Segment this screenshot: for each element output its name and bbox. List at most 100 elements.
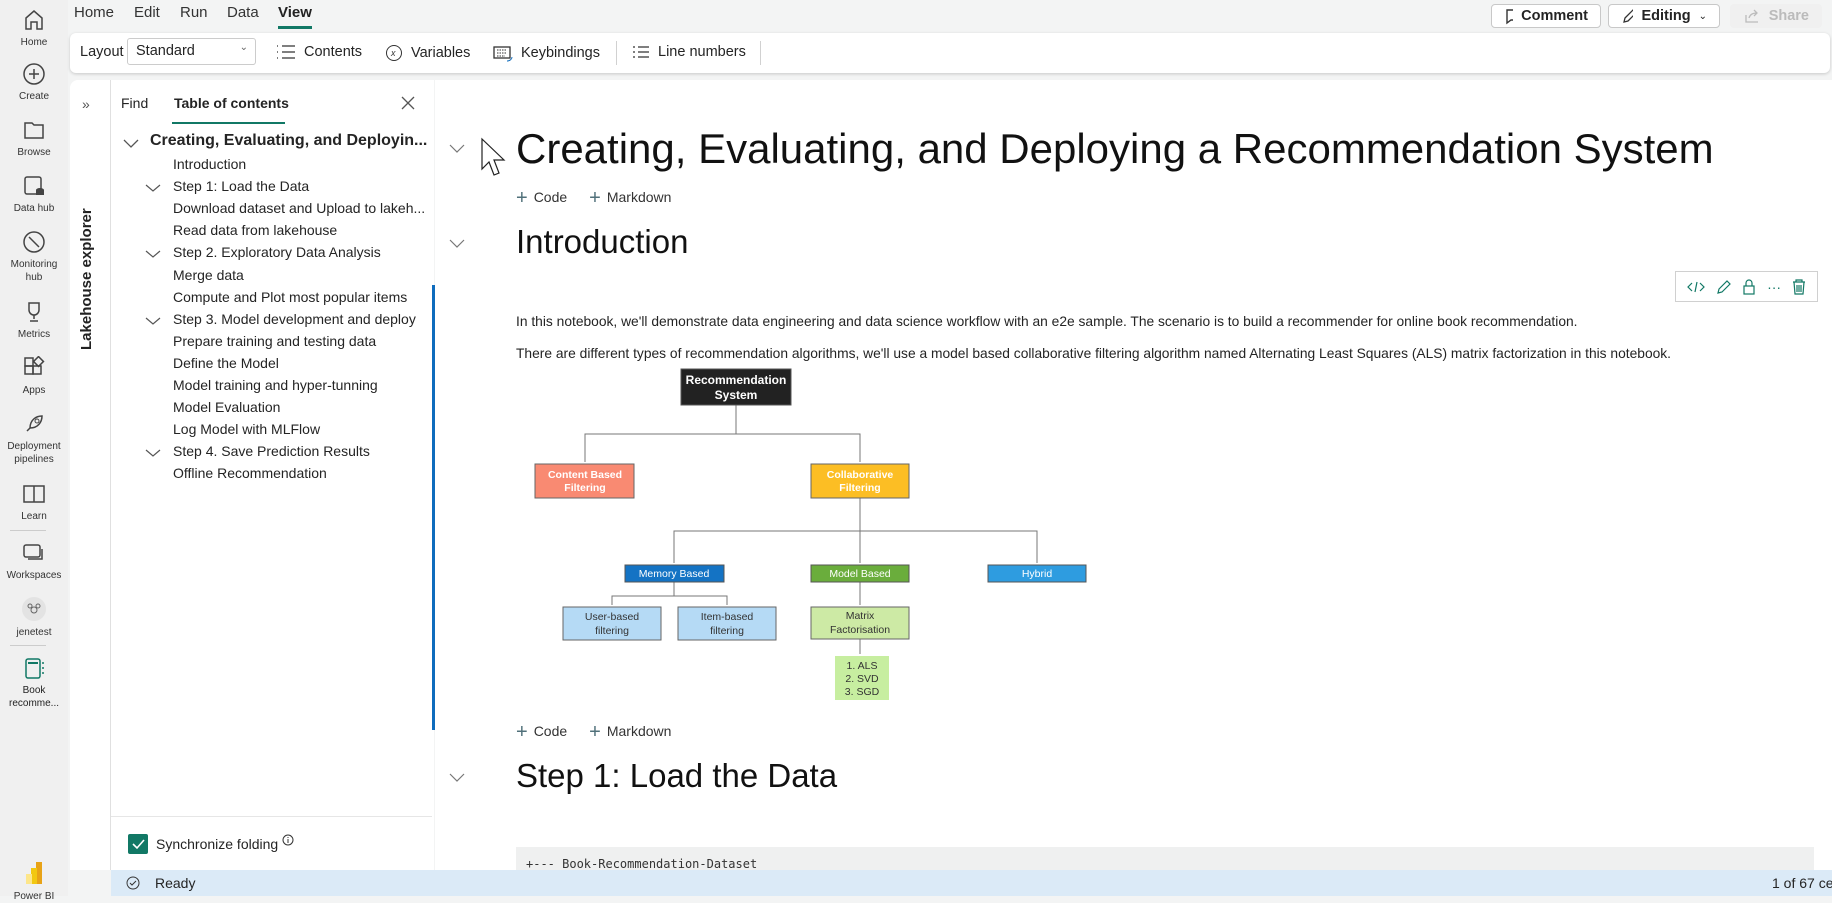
- close-icon[interactable]: [400, 95, 416, 111]
- keyboard-icon: [493, 46, 513, 62]
- menu-view[interactable]: View: [278, 4, 312, 29]
- toc-item[interactable]: Download dataset and Upload to lakeh...: [173, 200, 426, 217]
- svg-text:x: x: [390, 48, 396, 58]
- rail-book-recommendation[interactable]: Book recomme...: [0, 656, 68, 710]
- collapse-chevron-icon[interactable]: [448, 237, 466, 249]
- notebook-title: Creating, Evaluating, and Deploying a Re…: [516, 125, 1714, 172]
- plus-icon: +: [589, 187, 601, 209]
- plus-circle-icon: [23, 63, 45, 85]
- toc-item[interactable]: Step 2. Exploratory Data Analysis: [173, 244, 381, 261]
- menu-home[interactable]: Home: [74, 4, 115, 21]
- rail-workspaces[interactable]: Workspaces: [0, 541, 68, 582]
- toc-item[interactable]: Log Model with MLFlow: [173, 421, 321, 438]
- apps-icon: [24, 356, 45, 375]
- add-markdown-button[interactable]: +Markdown: [589, 187, 672, 209]
- chevron-down-icon: ⌄: [1698, 10, 1707, 22]
- toc-title[interactable]: Creating, Evaluating, and Deployin...: [150, 132, 428, 149]
- lakehouse-explorer-strip[interactable]: » Lakehouse explorer: [70, 80, 111, 870]
- menu-data[interactable]: Data: [227, 4, 259, 21]
- toolbar-divider: [760, 41, 761, 65]
- tab-table-of-contents[interactable]: Table of contents: [174, 95, 289, 111]
- pencil-icon[interactable]: [1716, 279, 1732, 295]
- rail-monitoring-hub[interactable]: Monitoring hub: [0, 230, 68, 284]
- chevron-down-icon[interactable]: [145, 316, 161, 326]
- toc-item[interactable]: Introduction: [173, 156, 247, 172]
- rail-create[interactable]: Create: [0, 62, 68, 103]
- power-bi-logo: [26, 862, 42, 884]
- contents-button[interactable]: Contents: [276, 44, 362, 60]
- plus-icon: +: [589, 721, 601, 743]
- data-hub-icon: [24, 176, 44, 195]
- collapse-chevron-icon[interactable]: [448, 771, 466, 783]
- rail-metrics[interactable]: Metrics: [0, 300, 68, 341]
- rail-divider: [10, 530, 46, 531]
- add-code-button[interactable]: +Code: [516, 187, 568, 209]
- heading-introduction: Introduction: [516, 223, 689, 260]
- toc-item[interactable]: Read data from lakehouse: [173, 222, 338, 239]
- toc-item[interactable]: Define the Model: [173, 354, 279, 371]
- notebook-icon: [25, 658, 44, 679]
- expand-icon[interactable]: »: [82, 96, 90, 112]
- lakehouse-explorer-label[interactable]: Lakehouse explorer: [78, 208, 95, 350]
- toc-item[interactable]: Offline Recommendation: [173, 465, 327, 482]
- trophy-icon: [28, 302, 40, 322]
- chevron-down-icon[interactable]: [145, 183, 161, 193]
- heading-step-1: Step 1: Load the Data: [516, 757, 838, 794]
- variables-icon: x: [386, 45, 402, 61]
- toc-item[interactable]: Model training and hyper-tunning: [173, 377, 378, 393]
- layout-label: Layout: [80, 44, 124, 60]
- add-markdown-button[interactable]: +Markdown: [589, 721, 672, 743]
- menu-edit[interactable]: Edit: [134, 4, 160, 21]
- layout-select[interactable]: Standard⌄: [127, 38, 256, 65]
- rail-workspace-jenetest[interactable]: jenetest: [0, 596, 68, 639]
- rail-learn[interactable]: Learn: [0, 482, 68, 523]
- keybindings-button[interactable]: Keybindings: [493, 44, 600, 62]
- check-circle-icon: [126, 876, 140, 890]
- book-icon: [23, 485, 45, 503]
- chevron-down-icon[interactable]: [145, 249, 161, 259]
- lock-icon[interactable]: [1742, 278, 1756, 295]
- tab-find[interactable]: Find: [121, 95, 149, 111]
- toc-item[interactable]: Step 4. Save Prediction Results: [173, 443, 370, 460]
- collapse-chevron-icon[interactable]: [448, 142, 466, 154]
- more-options-icon[interactable]: ···: [1767, 278, 1782, 295]
- menu-run[interactable]: Run: [180, 4, 208, 21]
- cell-toolbar: ···: [1675, 271, 1818, 302]
- monitoring-icon: [23, 231, 45, 253]
- line-numbers-button[interactable]: Line numbers: [632, 44, 746, 60]
- add-cell-bar: +Code +Markdown: [516, 721, 671, 744]
- toc-item[interactable]: Step 1: Load the Data: [173, 178, 310, 195]
- editing-mode-button[interactable]: Editing⌄: [1608, 4, 1720, 28]
- rail-deployment-pipelines[interactable]: Deployment pipelines: [0, 412, 68, 466]
- side-panel: [70, 80, 434, 870]
- sync-folding-checkbox[interactable]: [128, 834, 148, 854]
- home-icon: [25, 10, 43, 30]
- toc-item[interactable]: Step 3. Model development and deploy: [173, 310, 416, 327]
- rail-data-hub[interactable]: Data hub: [0, 174, 68, 215]
- rail-browse[interactable]: Browse: [0, 118, 68, 159]
- toc-item[interactable]: Compute and Plot most popular items: [173, 288, 408, 305]
- active-tab-underline: [172, 122, 285, 124]
- toc-item[interactable]: Merge data: [173, 266, 244, 283]
- toc-item[interactable]: Prepare training and testing data: [173, 332, 377, 349]
- chevron-down-icon[interactable]: [122, 137, 140, 149]
- left-nav-rail: Home Create Browse Data hub Monitoring h…: [0, 0, 68, 902]
- rail-home[interactable]: Home: [0, 8, 68, 49]
- rail-apps[interactable]: Apps: [0, 356, 68, 397]
- plus-icon: +: [516, 187, 528, 209]
- add-code-button[interactable]: +Code: [516, 721, 568, 743]
- checkmark-icon: [132, 839, 145, 850]
- code-icon[interactable]: [1687, 280, 1706, 294]
- chevron-down-icon[interactable]: [145, 448, 161, 458]
- delete-icon[interactable]: [1792, 278, 1806, 295]
- share-button[interactable]: Share: [1730, 4, 1822, 28]
- info-icon[interactable]: [282, 834, 294, 846]
- intro-paragraph-1: In this notebook, we'll demonstrate data…: [516, 314, 1578, 329]
- comment-button[interactable]: Comment: [1491, 4, 1601, 28]
- scrollbar-thumb[interactable]: [432, 285, 436, 730]
- rail-power-bi[interactable]: Power BI: [0, 860, 68, 903]
- contents-icon: [277, 45, 295, 59]
- toc-item[interactable]: Model Evaluation: [173, 399, 281, 416]
